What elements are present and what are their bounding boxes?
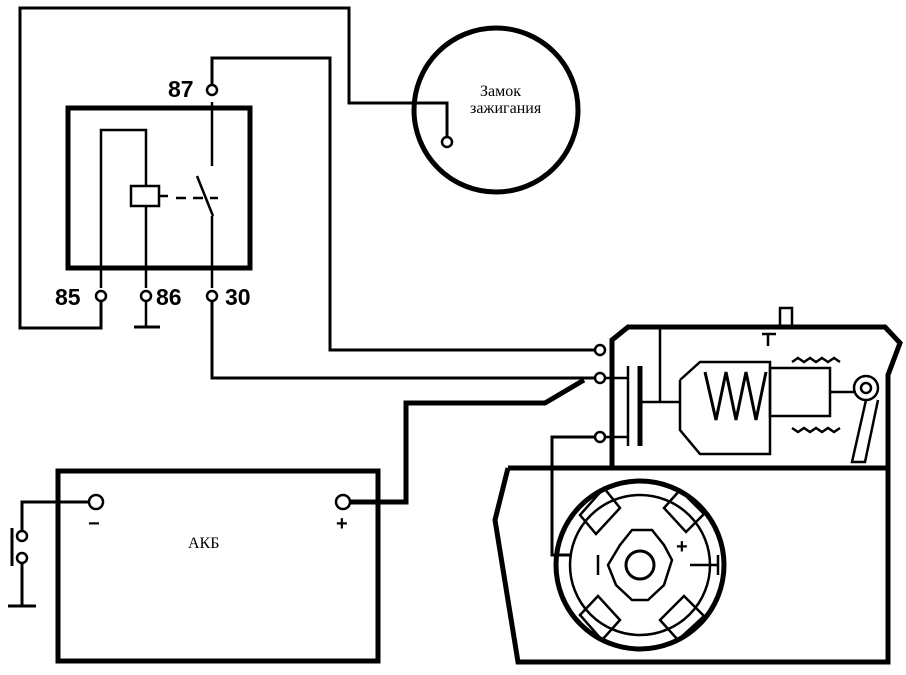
relay-pin-86-terminal [139,289,153,303]
relay-pin-30-label: 30 [225,284,251,310]
wire-solenoid-to-motor [550,435,596,557]
solenoid-terminal-upper [593,343,607,357]
starter-motor: + [492,465,891,665]
battery-plus-sign: + [336,513,348,535]
battery-plus-terminal [334,493,352,511]
motor-pole-bottom-left [578,594,622,642]
starter-motor-outer-ring [553,478,727,652]
wire-battery-plus-to-solenoid [349,377,586,505]
relay-pin-87-terminal [205,83,219,97]
motor-pole-top-left [578,486,622,536]
ignition-switch-label-line1: Замок [480,83,521,100]
wire-battery-minus-to-ground [20,500,90,530]
ignition-switch-body [411,25,581,195]
ignition-switch-label-line2: зажигания [470,100,542,117]
solenoid-housing [609,324,903,468]
relay-pin-30-terminal [205,289,219,303]
motor-plus-sign: + [676,536,688,558]
battery-body [55,468,381,664]
battery-minus-sign: − [88,513,100,535]
starter-solenoid [593,306,903,468]
starter-motor-housing [492,465,891,665]
wiring [8,6,596,608]
solenoid-return-spring [791,356,841,364]
battery-minus-terminal [87,493,105,511]
wire-87-to-solenoid [210,56,596,352]
relay-housing [65,105,253,271]
wire-30-to-solenoid [210,301,596,380]
relay-pin-85-label: 85 [55,284,81,310]
motor-pole-top-right [662,488,706,534]
relay-pin-86-label: 86 [156,284,182,310]
solenoid-coil-winding [703,371,768,421]
relay-pin-87-label: 87 [168,76,194,102]
motor-rotor [606,528,674,602]
motor-pole-bottom-right [658,594,706,642]
battery: − + АКБ [55,468,381,664]
solenoid-terminal-lower [593,430,607,444]
motor-shaft [624,549,656,581]
relay-coil [129,184,161,208]
wire-85-to-ignition [18,6,449,330]
ignition-switch-terminal [440,135,454,149]
ground-switch-terminal-bottom [15,551,29,565]
ground-switch-terminal-top [15,529,29,543]
solenoid-terminal-middle [593,371,607,385]
battery-label: АКБ [188,535,219,552]
relay-contact-blade [195,175,215,217]
ignition-switch: Замок зажигания [411,25,581,195]
relay: 87 85 86 30 [55,76,253,329]
relay-pin-85-terminal [94,289,108,303]
solenoid-plunger [768,366,832,418]
